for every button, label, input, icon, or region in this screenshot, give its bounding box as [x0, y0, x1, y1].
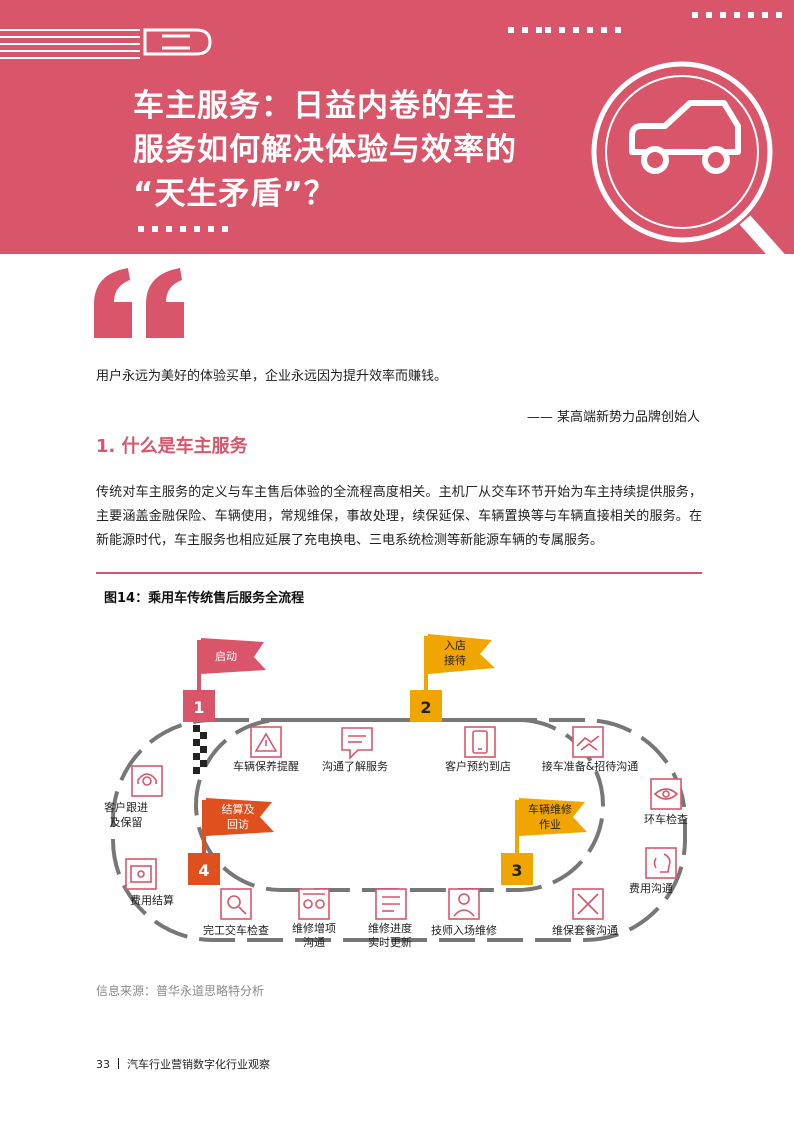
flag-4-number: 4 — [198, 861, 209, 880]
step-label-followup-1: 客户跟进 — [104, 800, 148, 814]
step-label-technician-repair: 技师入场维修 — [431, 923, 497, 937]
flag-3-number: 3 — [511, 861, 522, 880]
warning-triangle-icon — [250, 726, 282, 758]
mid-dots-left — [508, 27, 542, 33]
quote-text: 用户永远为美好的体验买单，企业永远因为提升效率而赚钱。 — [96, 369, 448, 384]
inner-track — [194, 718, 605, 892]
header-banner: 车主服务：日益内卷的车主 服务如何解决体验与效率的 “天生矛盾”？ — [0, 0, 794, 254]
chat-bubble-icon — [341, 727, 373, 760]
mid-dots-right — [545, 27, 621, 33]
body-paragraph: 传统对车主服务的定义与车主售后体验的全流程高度相关。主机厂从交车环节开始为车主持… — [96, 485, 702, 548]
step-label-delivery-check: 完工交车检查 — [203, 923, 269, 937]
step-label-reception: 接车准备&招待沟通 — [542, 759, 639, 773]
step-label-progress-1: 维修进度 — [368, 921, 412, 935]
page-footer: 33 汽车行业营销数字化行业观察 — [96, 1056, 270, 1072]
flag-1-label: 启动 — [215, 650, 237, 663]
cash-register-icon — [125, 858, 157, 890]
phone-icon — [464, 726, 496, 758]
step-label-maintenance-reminder: 车辆保养提醒 — [233, 759, 299, 773]
flag-2-label-1: 入店 — [444, 638, 466, 652]
step-label-package-communication: 维保套餐沟通 — [552, 923, 618, 937]
outer-track — [111, 718, 687, 942]
inspection-icon — [220, 888, 252, 920]
quote-author: —— 某高端新势力品牌创始人 — [526, 410, 700, 425]
flag-4-label-1: 结算及 — [222, 802, 255, 816]
title-line-2: 服务如何解决体验与效率的 — [133, 132, 517, 168]
section-heading: 1. 什么是车主服务 — [96, 436, 248, 457]
flag-4-label-2: 回访 — [227, 818, 249, 831]
flag-2-label-2: 接待 — [444, 653, 466, 667]
eye-icon — [650, 778, 682, 810]
step-label-progress-2: 实时更新 — [368, 935, 412, 949]
page-title: 车主服务：日益内卷的车主 服务如何解决体验与效率的 “天生矛盾”？ — [133, 84, 553, 216]
mechanic-icon — [448, 888, 480, 920]
handshake-icon — [572, 726, 604, 758]
stage-flag-2: 入店 接待 2 — [410, 634, 495, 722]
footer-separator — [118, 1058, 119, 1069]
checkered-start-icon — [193, 725, 207, 777]
car-outline-icon — [143, 28, 212, 56]
title-line-1: 车主服务：日益内卷的车主 — [133, 88, 517, 124]
car-magnifier-icon — [591, 61, 785, 254]
speaking-head-icon — [645, 847, 677, 879]
service-flow-diagram: 启动 1 入店 接待 2 结算及 回访 4 车辆维修 作业 3 — [104, 634, 688, 949]
stage-flag-4: 结算及 回访 4 — [188, 798, 274, 885]
consultation-icon — [298, 888, 330, 920]
step-label-appointment: 客户预约到店 — [445, 759, 511, 773]
step-label-additional-2: 沟通 — [303, 936, 325, 949]
headset-icon — [131, 765, 163, 797]
step-label-walkaround: 环车检查 — [644, 812, 688, 826]
banner-decoration — [0, 28, 785, 254]
step-label-additional-1: 维修增项 — [292, 921, 336, 935]
bottom-dots — [138, 226, 228, 232]
section-divider — [96, 572, 702, 574]
progress-list-icon — [375, 888, 407, 920]
step-label-settlement: 费用结算 — [130, 893, 174, 907]
page-number: 33 — [96, 1058, 110, 1071]
top-right-dots — [692, 12, 782, 18]
wrench-screwdriver-icon — [572, 888, 604, 920]
flag-2-number: 2 — [420, 698, 431, 717]
step-label-followup-2: 及保留 — [110, 815, 143, 829]
figure-title: 图14：乘用车传统售后服务全流程 — [104, 591, 305, 606]
stage-flag-1: 启动 1 — [183, 638, 266, 722]
stage-flag-3: 车辆维修 作业 3 — [501, 798, 587, 885]
flag-1-number: 1 — [193, 698, 204, 717]
step-label-cost-communication: 费用沟通 — [629, 882, 673, 895]
footer-title: 汽车行业营销数字化行业观察 — [127, 1058, 270, 1071]
flag-3-label-2: 作业 — [539, 818, 561, 831]
step-label-service-communication: 沟通了解服务 — [322, 759, 388, 773]
title-line-3: “天生矛盾”？ — [133, 176, 336, 212]
flag-3-label-1: 车辆维修 — [528, 802, 572, 816]
source-note: 信息来源：普华永道思略特分析 — [96, 984, 265, 998]
quote-mark-icon — [94, 268, 184, 338]
